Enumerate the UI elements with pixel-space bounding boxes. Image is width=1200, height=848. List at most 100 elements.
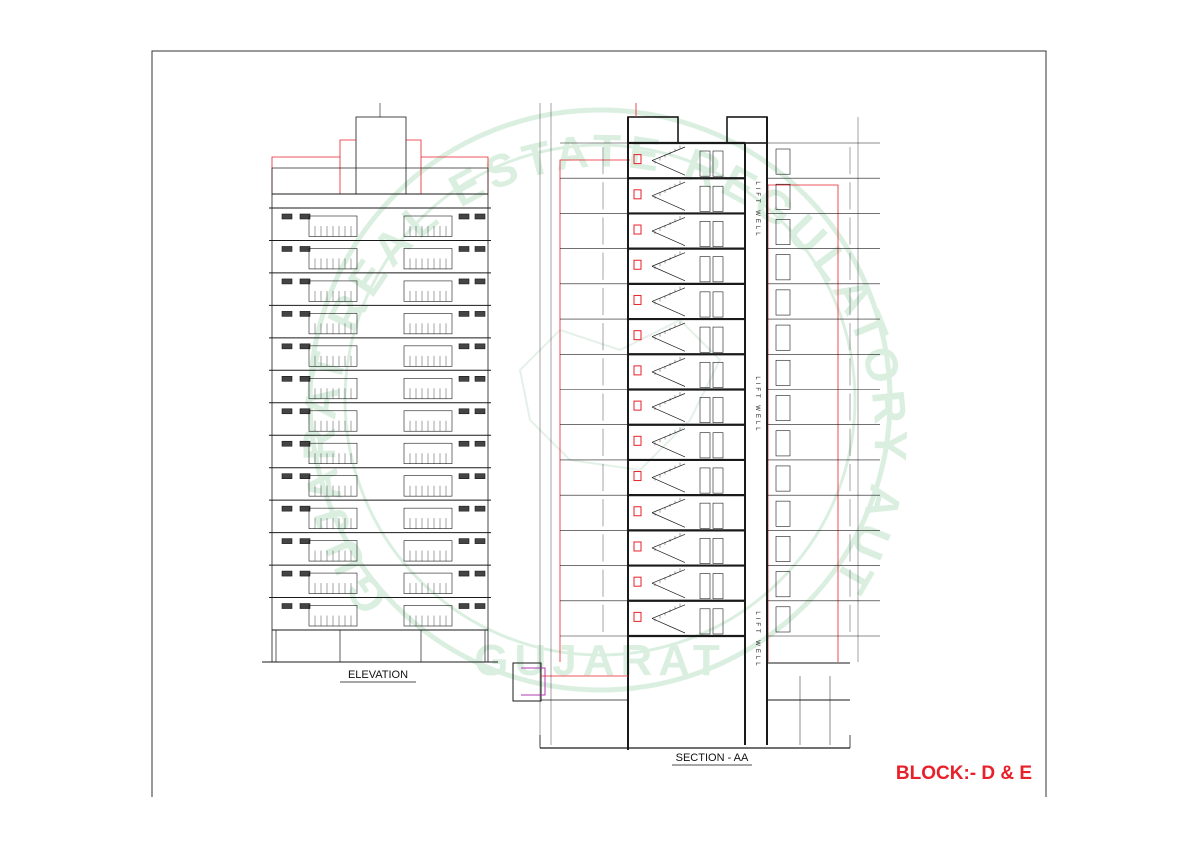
elevation-window bbox=[458, 408, 470, 415]
fire-door-marker bbox=[633, 365, 642, 376]
elevation-window bbox=[281, 213, 293, 220]
section-window bbox=[775, 289, 791, 316]
section-window bbox=[775, 324, 791, 351]
elevation-window bbox=[281, 570, 293, 577]
elevation-parapet-outline bbox=[339, 139, 422, 194]
lift-door bbox=[699, 326, 711, 353]
elevation-window bbox=[474, 570, 486, 577]
stair-flight bbox=[651, 428, 686, 458]
lift-door bbox=[699, 361, 711, 388]
stair-flight bbox=[651, 357, 686, 387]
lift-door bbox=[699, 397, 711, 424]
elevation-title: ELEVATION bbox=[348, 669, 408, 681]
elevation-window bbox=[281, 311, 293, 317]
elevation-window bbox=[281, 278, 293, 285]
elevation-window bbox=[474, 473, 486, 479]
elevation-window bbox=[299, 570, 311, 577]
elevation-window bbox=[474, 311, 486, 317]
water-tank bbox=[512, 662, 542, 702]
stair-flight bbox=[651, 569, 686, 599]
elevation-window bbox=[281, 440, 293, 447]
section-window bbox=[775, 571, 791, 598]
section-left-wing-outline bbox=[559, 159, 630, 662]
elevation-window bbox=[281, 408, 293, 415]
lift-door bbox=[699, 291, 711, 318]
elevation-window bbox=[299, 246, 311, 252]
section-title: SECTION - AA bbox=[676, 752, 749, 764]
elevation-window bbox=[281, 246, 293, 252]
elevation-window bbox=[281, 505, 293, 512]
lift-well-label: LIFT WELL bbox=[754, 611, 760, 668]
fire-door-marker bbox=[633, 294, 642, 305]
elevation-window bbox=[474, 538, 486, 544]
fire-door-marker bbox=[633, 506, 642, 517]
lift-door bbox=[712, 326, 724, 353]
fire-door-marker bbox=[633, 576, 642, 587]
section-window bbox=[775, 254, 791, 281]
stair-flight bbox=[651, 146, 686, 176]
elevation-window bbox=[458, 603, 470, 609]
elevation-window bbox=[458, 311, 470, 317]
fire-door-marker bbox=[633, 224, 642, 235]
elevation-window bbox=[281, 343, 293, 350]
lift-well-label: LIFT WELL bbox=[754, 181, 760, 238]
elevation-window bbox=[458, 505, 470, 512]
elevation-window bbox=[474, 505, 486, 512]
fire-door-marker bbox=[633, 471, 642, 482]
elevation-window bbox=[281, 376, 293, 382]
elevation-balcony bbox=[403, 475, 453, 497]
fire-door-marker bbox=[633, 435, 642, 446]
elevation-window bbox=[281, 538, 293, 544]
elevation-window bbox=[458, 538, 470, 544]
elevation-window bbox=[474, 603, 486, 609]
elevation-drawing bbox=[262, 103, 498, 663]
lift-door bbox=[712, 432, 724, 459]
lift-door bbox=[712, 573, 724, 600]
stair-flight bbox=[651, 604, 686, 634]
lift-door bbox=[712, 221, 724, 247]
elevation-balcony bbox=[308, 475, 358, 497]
lift-door bbox=[712, 361, 724, 388]
elevation-window bbox=[299, 376, 311, 382]
lift-door bbox=[699, 185, 711, 212]
stamp-bottom-text: GUJARAT bbox=[474, 636, 725, 685]
elevation-window bbox=[458, 473, 470, 479]
elevation-window bbox=[458, 343, 470, 350]
lift-door bbox=[712, 256, 724, 283]
lift-door bbox=[712, 467, 724, 494]
lift-door bbox=[699, 150, 711, 177]
stair-flight bbox=[651, 463, 686, 493]
elevation-balcony bbox=[308, 345, 358, 367]
section-window bbox=[775, 359, 791, 386]
stair-flight bbox=[651, 217, 686, 246]
stair-flight bbox=[651, 181, 686, 211]
elevation-window bbox=[474, 440, 486, 447]
elevation-window bbox=[474, 278, 486, 285]
tank-piping bbox=[521, 667, 546, 696]
lift-door bbox=[712, 150, 724, 177]
fire-door-marker bbox=[633, 611, 642, 622]
elevation-headroom bbox=[355, 116, 407, 195]
lift-door bbox=[699, 538, 711, 564]
elevation-window bbox=[299, 505, 311, 512]
lift-door bbox=[699, 256, 711, 283]
fire-door-marker bbox=[633, 259, 642, 270]
elevation-window bbox=[474, 408, 486, 415]
elevation-window bbox=[299, 311, 311, 317]
lift-door bbox=[712, 538, 724, 564]
section-window bbox=[775, 148, 791, 175]
fire-door-marker bbox=[633, 541, 642, 552]
lift-door bbox=[712, 291, 724, 318]
lift-door bbox=[712, 608, 724, 635]
section-window bbox=[775, 219, 791, 245]
section-window bbox=[775, 606, 791, 633]
lift-door bbox=[699, 573, 711, 600]
section-window bbox=[775, 183, 791, 210]
fire-door-marker bbox=[633, 154, 642, 165]
elevation-window bbox=[299, 278, 311, 285]
lift-door bbox=[699, 608, 711, 635]
stair-flight bbox=[651, 534, 686, 563]
section-window bbox=[775, 500, 791, 527]
